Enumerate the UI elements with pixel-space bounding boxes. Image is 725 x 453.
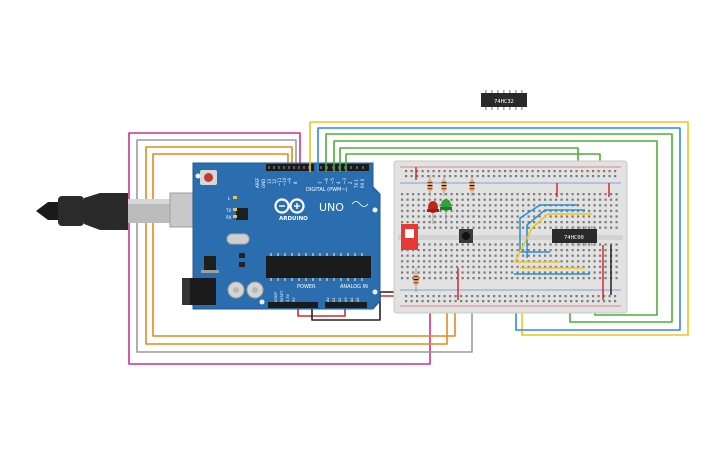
- wire-gray[interactable]: [136, 139, 473, 353]
- led-rx-label: RX: [226, 215, 232, 220]
- crystal-oscillator: [226, 233, 250, 245]
- resistor-3[interactable]: [469, 175, 475, 196]
- resistor-2[interactable]: [441, 175, 447, 196]
- usb-interface-chip: [236, 208, 248, 220]
- label-a3: A3: [344, 297, 348, 302]
- wire-yellow-bb-1[interactable]: [514, 213, 592, 263]
- wire-blue-bb-1[interactable]: [519, 204, 578, 253]
- label-pin8: 8: [293, 181, 298, 184]
- led-l-label: L: [228, 196, 231, 201]
- chip-74hc00[interactable]: 74HC00: [552, 226, 597, 246]
- resistor-4[interactable]: [413, 268, 419, 292]
- label-pin3: ~3: [342, 178, 347, 184]
- header-analog: [325, 302, 367, 308]
- usb-cable: [36, 193, 170, 230]
- label-pin6: ~6: [324, 178, 329, 184]
- arduino-uno: AREF GND 13 12 ~11 ~10 ~9 8 7 ~6 ~5 4 ~3…: [36, 162, 381, 310]
- atmega328-chip: [266, 256, 371, 278]
- breadboard-wires: [415, 167, 612, 300]
- label-gnd: GND: [261, 179, 266, 188]
- wire-blue-bb-2[interactable]: [526, 209, 585, 258]
- label-a5: A5: [356, 297, 360, 302]
- led-tx-label: TX: [225, 208, 231, 213]
- label-pin7: 7: [318, 181, 323, 184]
- green-led[interactable]: [440, 199, 452, 224]
- label-a0: A0: [326, 297, 330, 302]
- chip-74hc32-label: 74HC32: [494, 99, 514, 105]
- wire-black[interactable]: [311, 291, 409, 321]
- label-aref: AREF: [255, 177, 260, 188]
- header-digital-low: [318, 164, 369, 171]
- label-5v: 5V: [292, 297, 296, 302]
- wire-yellow-outer[interactable]: [309, 121, 689, 336]
- wire-orange-1[interactable]: [145, 146, 448, 345]
- power-label: POWER: [297, 284, 316, 290]
- label-pin12: 12: [272, 178, 277, 184]
- voltage-regulator: [204, 256, 216, 272]
- chip-74hc32[interactable]: 74HC32: [481, 90, 527, 110]
- breadboard: [393, 160, 628, 314]
- pushbutton[interactable]: [459, 229, 473, 243]
- label-pin9: ~9: [287, 178, 292, 184]
- digital-label: DIGITAL (PWM~): [306, 187, 348, 193]
- label-pin13: 13: [267, 178, 272, 184]
- red-led[interactable]: [427, 201, 439, 224]
- label-rx0: RX 0: [360, 178, 365, 188]
- label-a1: A1: [332, 297, 336, 302]
- board-model: UNO: [319, 201, 344, 214]
- slide-switch[interactable]: [401, 224, 418, 250]
- label-tx1: TX 1: [354, 179, 359, 189]
- label-pin10: ~10: [282, 177, 287, 186]
- label-a2: A2: [338, 297, 342, 302]
- wire-orange-2[interactable]: [152, 153, 456, 337]
- label-reset: RESET: [280, 290, 284, 302]
- arduino-logo: [274, 198, 305, 214]
- label-a4: A4: [350, 297, 354, 302]
- chip-74hc00-label: 74HC00: [564, 235, 584, 241]
- label-3v3: 3.3V: [286, 293, 290, 302]
- label-ioref: IOREF: [274, 292, 278, 302]
- label-pin5: ~5: [330, 178, 335, 184]
- label-pin4: 4: [336, 181, 341, 184]
- label-pin11: ~11: [277, 177, 282, 186]
- label-pin2: 2: [348, 181, 353, 184]
- wire-blue-outer[interactable]: [317, 127, 681, 331]
- analog-label: ANALOG IN: [340, 284, 368, 290]
- board-name: ARDUINO: [279, 216, 308, 222]
- header-power: [268, 302, 318, 308]
- resistor-1[interactable]: [427, 175, 433, 196]
